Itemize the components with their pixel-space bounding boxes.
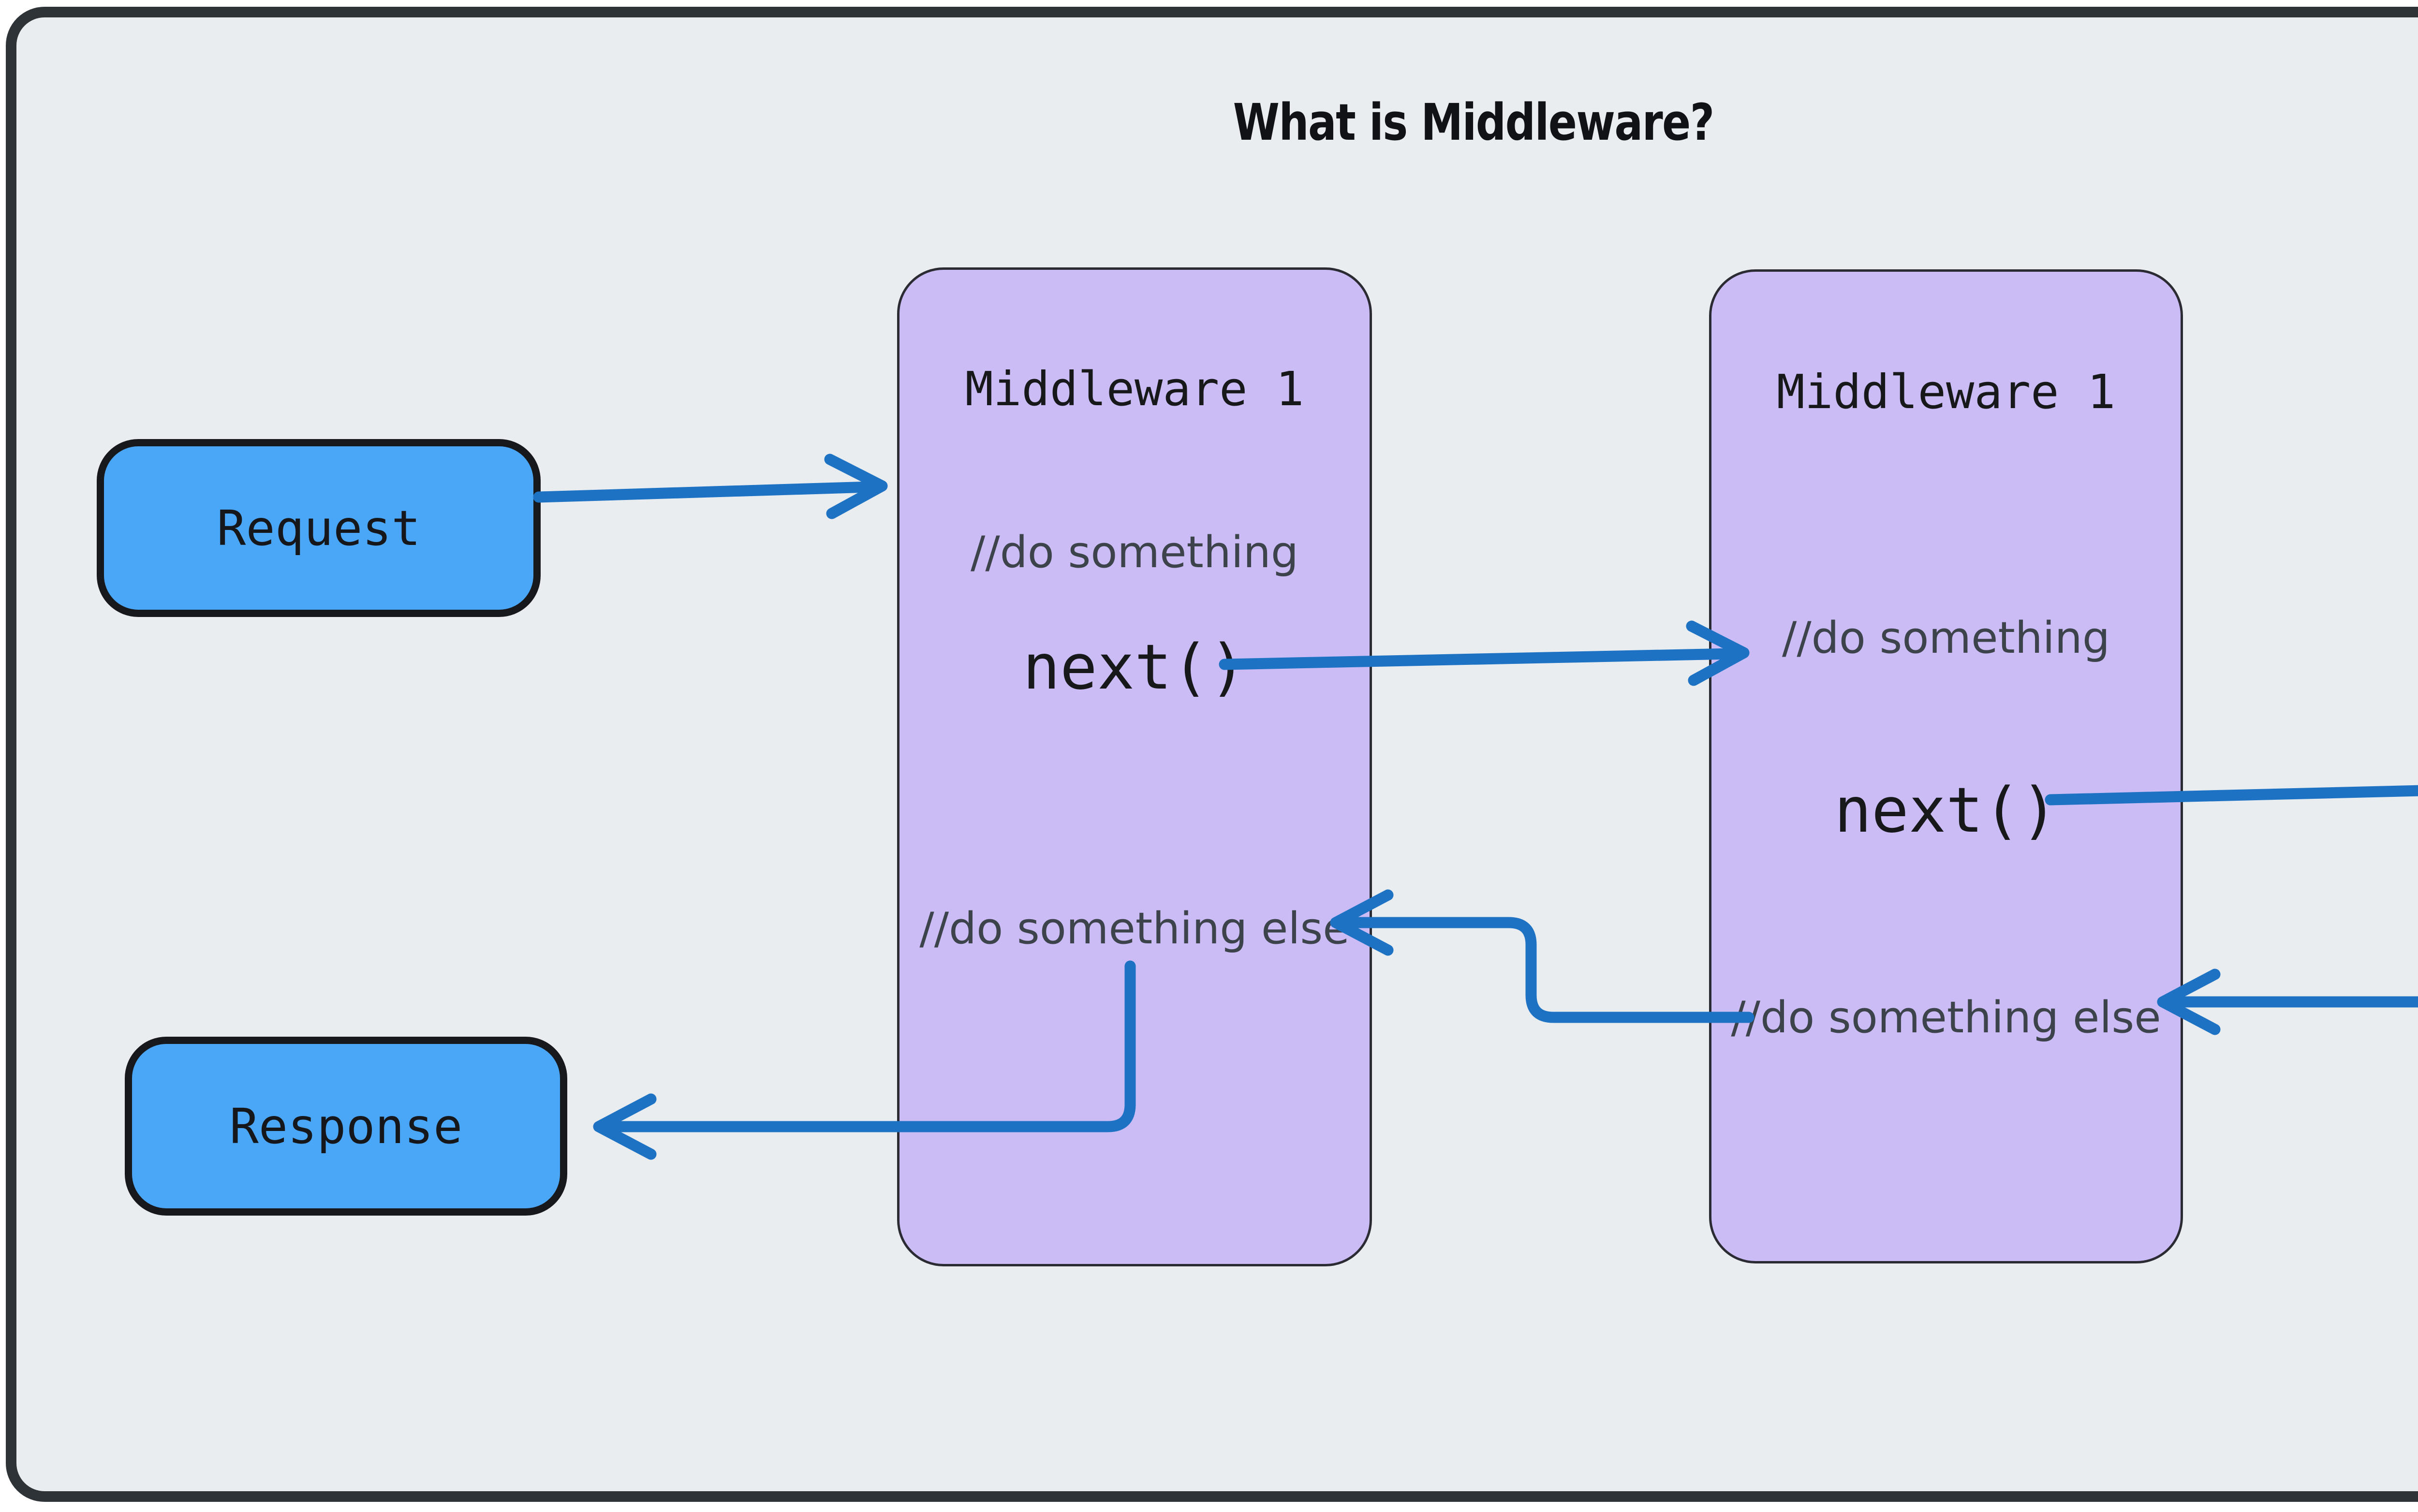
middleware1-node: Middleware 1 //do something next() //do …	[897, 267, 1372, 1266]
middleware2-title: Middleware 1	[1776, 365, 2116, 419]
middleware1-next-call: next()	[1022, 631, 1247, 704]
middleware2-comment-bottom: //do something else	[1731, 992, 2161, 1043]
middleware1-comment-bottom: //do something else	[919, 903, 1350, 954]
page-title: What is Middleware?	[1187, 93, 1719, 152]
middleware2-next-call: next()	[1834, 775, 2058, 847]
middleware1-title: Middleware 1	[965, 362, 1304, 416]
middleware2-node: Middleware 1 //do something next() //do …	[1709, 269, 2183, 1263]
page-title-text: What is Middleware?	[1233, 93, 1715, 152]
response-label: Response	[229, 1098, 463, 1155]
request-node: Request	[97, 439, 541, 617]
middleware1-comment-top: //do something	[971, 527, 1298, 578]
middleware2-comment-top: //do something	[1782, 613, 2110, 663]
request-label: Request	[217, 499, 421, 557]
response-node: Response	[125, 1037, 567, 1216]
